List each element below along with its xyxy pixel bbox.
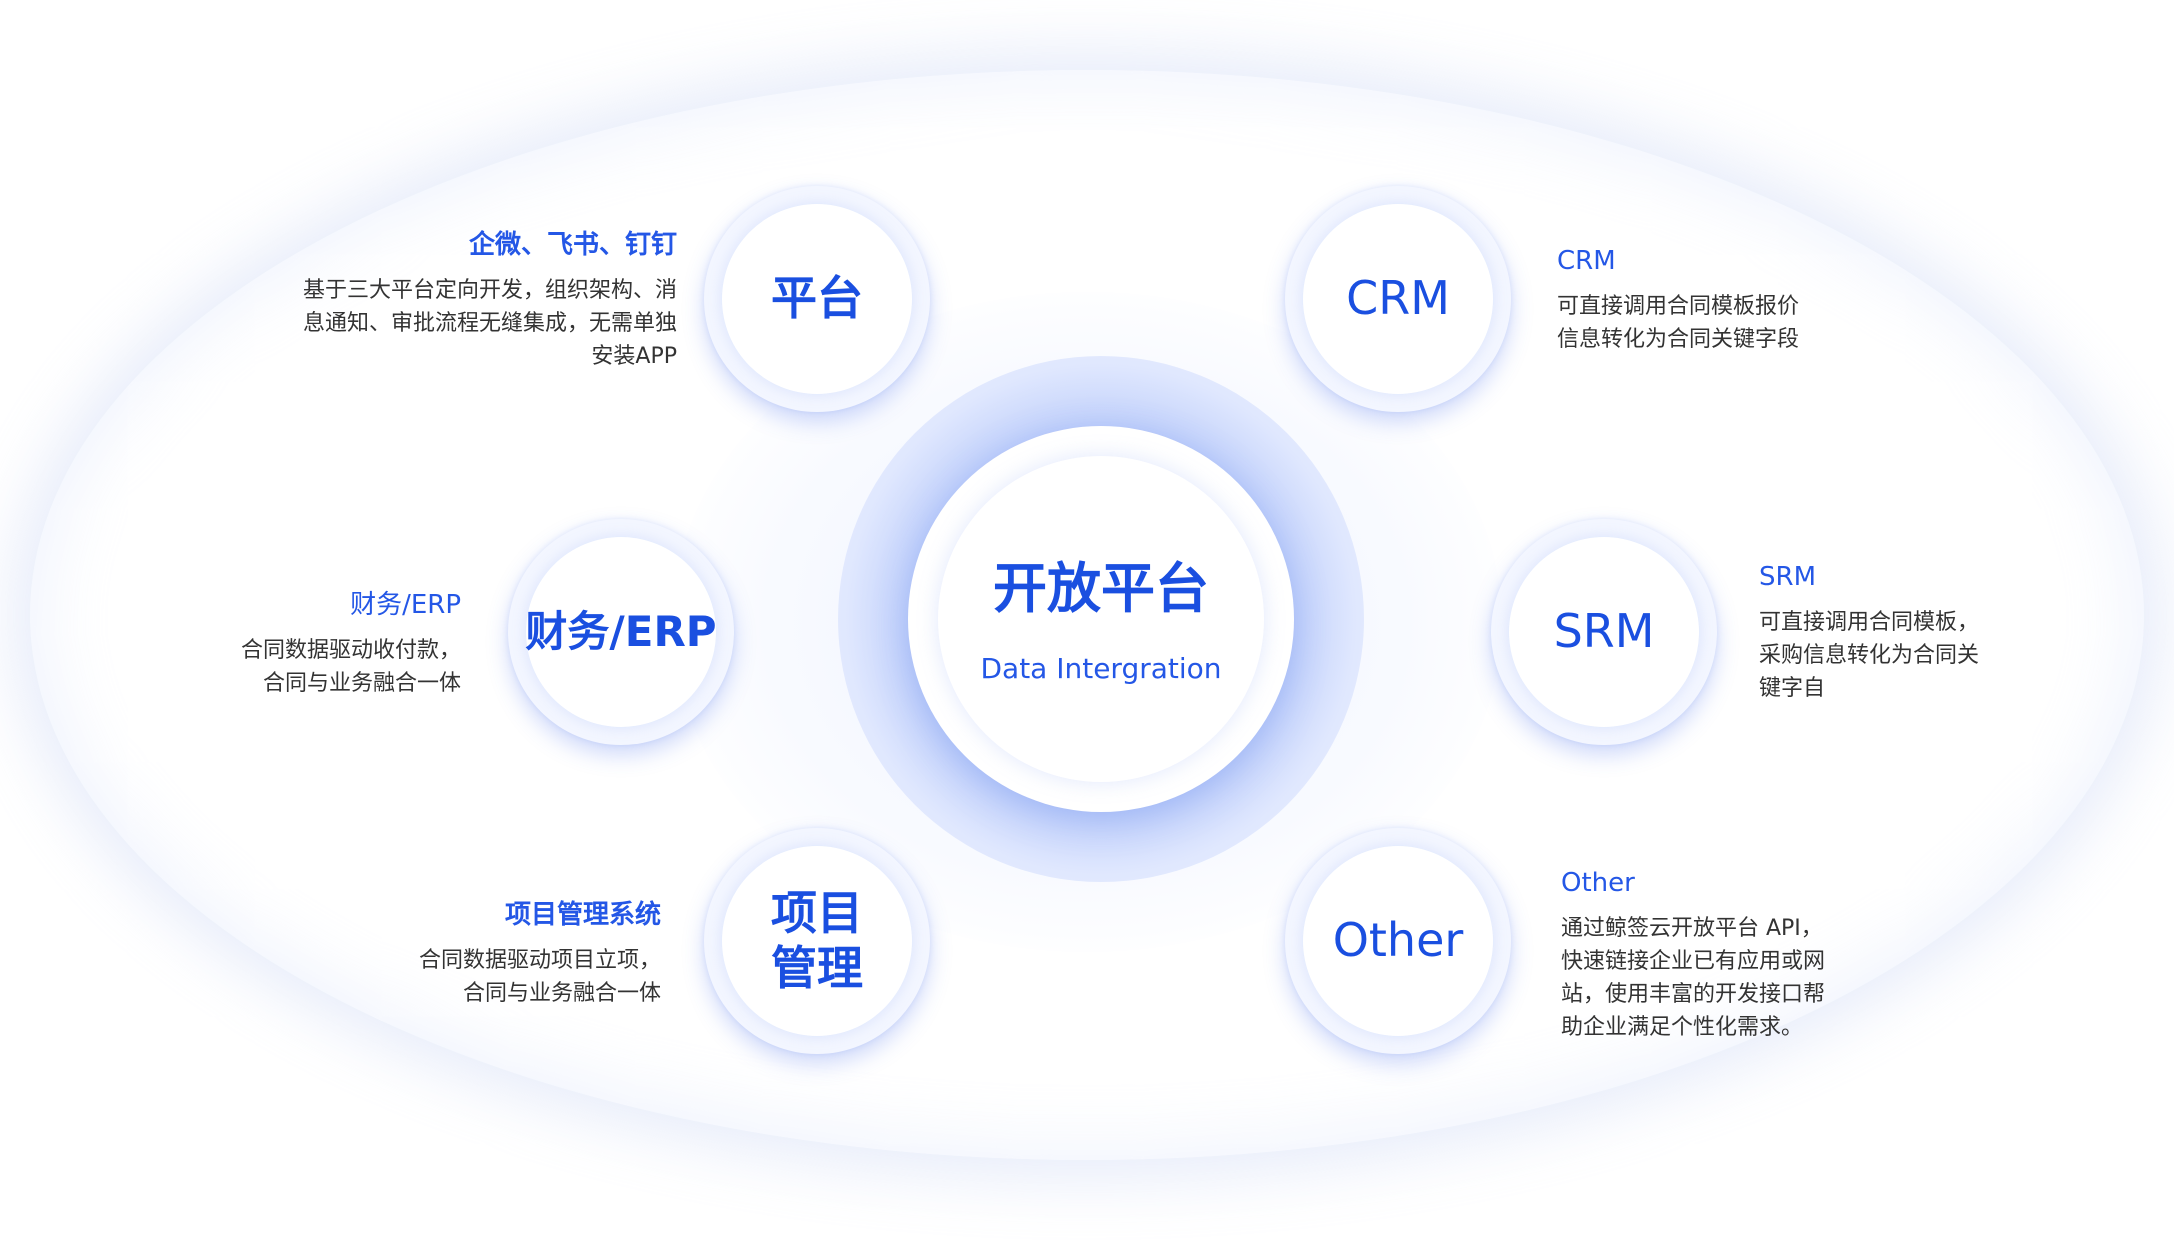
desc-platform-text: 基于三大平台定向开发，组织架构、消 息通知、审批流程无缝集成，无需单独 安装AP… bbox=[302, 278, 677, 369]
desc-project-heading: 项目管理系统 bbox=[504, 900, 661, 930]
desc-other: Other 通过鲸签云开放平台 API， 快速链接企业已有应用或网 站，使用丰富… bbox=[1561, 864, 1981, 1044]
desc-crm: CRM 可直接调用合同模板报价 信息转化为合同关键字段 bbox=[1557, 242, 1977, 356]
node-platform: 平台 bbox=[704, 186, 930, 412]
node-disc bbox=[1303, 846, 1493, 1036]
desc-erp-text: 合同数据驱动收付款， 合同与业务融合一体 bbox=[240, 638, 461, 696]
node-project-label: 项目 管理 bbox=[704, 828, 930, 1054]
desc-srm-heading: SRM bbox=[1759, 562, 1817, 592]
center-subtitle: Data Intergration bbox=[980, 652, 1222, 685]
desc-erp-heading: 财务/ERP bbox=[350, 590, 461, 620]
node-project-label-line2: 管理 bbox=[771, 941, 863, 995]
node-other-label: Other bbox=[1332, 913, 1464, 968]
desc-srm-text: 可直接调用合同模板， 采购信息转化为合同关 键字自 bbox=[1759, 610, 1980, 701]
desc-srm: SRM 可直接调用合同模板， 采购信息转化为合同关 键字自 bbox=[1759, 558, 2139, 705]
node-project-label-line1: 项目 bbox=[771, 885, 863, 940]
desc-other-heading: Other bbox=[1561, 868, 1635, 898]
node-crm: CRM bbox=[1285, 186, 1511, 412]
desc-platform-heading: 企微、飞书、钉钉 bbox=[468, 230, 677, 260]
node-other: Other bbox=[1285, 828, 1511, 1054]
desc-platform: 企微、飞书、钉钉 基于三大平台定向开发，组织架构、消 息通知、审批流程无缝集成，… bbox=[197, 226, 677, 373]
desc-crm-text: 可直接调用合同模板报价 信息转化为合同关键字段 bbox=[1557, 294, 1800, 352]
center-title: 开放平台 bbox=[993, 557, 1209, 620]
center-circle-inner bbox=[938, 456, 1264, 782]
node-disc bbox=[526, 537, 716, 727]
node-disc bbox=[722, 204, 912, 394]
node-srm: SRM bbox=[1491, 519, 1717, 745]
desc-project-text: 合同数据驱动项目立项， 合同与业务融合一体 bbox=[418, 948, 661, 1006]
node-disc bbox=[1509, 537, 1699, 727]
desc-project: 项目管理系统 合同数据驱动项目立项， 合同与业务融合一体 bbox=[281, 896, 661, 1010]
node-disc bbox=[722, 846, 912, 1036]
desc-erp: 财务/ERP 合同数据驱动收付款， 合同与业务融合一体 bbox=[81, 586, 461, 700]
node-srm-label: SRM bbox=[1553, 604, 1655, 659]
node-crm-label: CRM bbox=[1346, 271, 1450, 326]
node-erp: 财务/ERP bbox=[508, 519, 734, 745]
node-project: 项目 管理 bbox=[704, 828, 930, 1054]
desc-crm-heading: CRM bbox=[1557, 246, 1616, 276]
node-erp-label: 财务/ERP bbox=[525, 606, 717, 656]
desc-other-text: 通过鲸签云开放平台 API， 快速链接企业已有应用或网 站，使用丰富的开发接口帮… bbox=[1561, 916, 1826, 1040]
node-disc bbox=[1303, 204, 1493, 394]
node-platform-label: 平台 bbox=[771, 271, 863, 326]
